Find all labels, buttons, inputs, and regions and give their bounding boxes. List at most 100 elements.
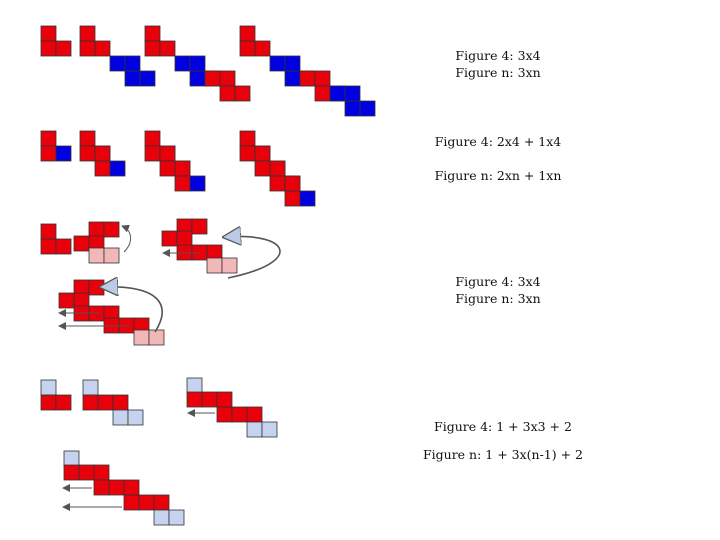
square-tile xyxy=(78,464,95,481)
square-tile xyxy=(246,421,263,438)
square-tile xyxy=(138,494,155,511)
square-tile xyxy=(168,509,185,526)
square-tile xyxy=(63,450,80,467)
square-tile xyxy=(79,25,96,42)
square-tile xyxy=(344,85,361,102)
square-tile xyxy=(239,25,256,42)
square-tile xyxy=(40,25,57,42)
square-tile xyxy=(63,464,80,481)
square-tile xyxy=(284,190,301,207)
square-tile xyxy=(254,160,271,177)
square-tile xyxy=(103,247,120,264)
square-tile xyxy=(93,464,110,481)
square-tile xyxy=(123,479,140,496)
caption-line xyxy=(373,435,633,446)
square-tile xyxy=(314,85,331,102)
square-tile xyxy=(124,55,141,72)
square-tile xyxy=(299,190,316,207)
caption-line: Figure 4: 2x4 + 1x4 xyxy=(434,134,562,149)
square-tile xyxy=(40,145,57,162)
square-tile xyxy=(231,406,248,423)
square-tile xyxy=(55,145,72,162)
square-tile xyxy=(40,40,57,57)
move-arrow xyxy=(225,236,281,279)
square-tile xyxy=(124,70,141,87)
square-tile xyxy=(82,394,99,411)
move-arrow xyxy=(121,224,131,253)
square-tile xyxy=(246,406,263,423)
square-tile xyxy=(284,175,301,192)
square-tile xyxy=(127,409,144,426)
square-tile xyxy=(344,100,361,117)
row-4-figures xyxy=(40,377,278,526)
square-tile xyxy=(186,391,203,408)
square-tile xyxy=(239,40,256,57)
caption-line: Figure n: 3xn xyxy=(455,65,541,80)
square-tile xyxy=(94,40,111,57)
square-tile xyxy=(159,40,176,57)
square-tile xyxy=(139,70,156,87)
square-tile xyxy=(79,145,96,162)
caption-row-3: Figure 4: 3x4 Figure n: 3xn xyxy=(368,273,628,307)
square-tile xyxy=(112,409,129,426)
square-tile xyxy=(176,230,193,247)
square-tile xyxy=(88,279,105,296)
caption-line: Figure n: 2xn + 1xn xyxy=(434,168,562,183)
square-tile xyxy=(144,145,161,162)
square-tile xyxy=(284,55,301,72)
square-tile xyxy=(189,70,206,87)
caption-row-1: Figure 4: 3x4 Figure n: 3xn xyxy=(368,47,628,81)
square-tile xyxy=(234,85,251,102)
square-tile xyxy=(153,509,170,526)
square-tile xyxy=(269,55,286,72)
square-tile xyxy=(82,379,99,396)
square-tile xyxy=(159,160,176,177)
square-tile xyxy=(153,494,170,511)
caption-line: Figure 4: 3x4 xyxy=(455,274,541,289)
square-tile xyxy=(97,394,114,411)
square-tile xyxy=(239,130,256,147)
square-tile xyxy=(79,40,96,57)
square-tile xyxy=(216,406,233,423)
square-tile xyxy=(55,40,72,57)
square-tile xyxy=(239,145,256,162)
caption-line: Figure 4: 1 + 3x3 + 2 xyxy=(434,419,572,434)
move-arrow xyxy=(102,287,163,333)
square-tile xyxy=(329,85,346,102)
square-tile xyxy=(73,235,90,252)
square-tile xyxy=(112,394,129,411)
square-tile xyxy=(94,145,111,162)
caption-row-4: Figure 4: 1 + 3x3 + 2 Figure n: 1 + 3x(n… xyxy=(373,418,633,463)
square-tile xyxy=(133,329,150,346)
square-tile xyxy=(40,238,57,255)
square-tile xyxy=(189,175,206,192)
square-tile xyxy=(40,223,57,240)
square-tile xyxy=(58,292,75,309)
square-tile xyxy=(359,100,376,117)
caption-line: Figure n: 1 + 3x(n-1) + 2 xyxy=(422,447,584,462)
square-tile xyxy=(103,221,120,238)
square-tile xyxy=(40,130,57,147)
square-tile xyxy=(186,377,203,394)
square-tile xyxy=(55,394,72,411)
square-tile xyxy=(161,230,178,247)
row-1-figures xyxy=(40,25,376,117)
square-tile xyxy=(191,218,208,235)
square-tile xyxy=(123,494,140,511)
square-tile xyxy=(174,160,191,177)
caption-row-2: Figure 4: 2x4 + 1x4 Figure n: 2xn + 1xn xyxy=(368,133,628,184)
square-tile xyxy=(254,40,271,57)
square-tile xyxy=(109,55,126,72)
square-tile xyxy=(201,391,218,408)
square-tile xyxy=(174,175,191,192)
square-tile xyxy=(174,55,191,72)
row-2-figures xyxy=(40,130,316,207)
square-tile xyxy=(206,257,223,274)
square-tile xyxy=(55,238,72,255)
square-tile xyxy=(261,421,278,438)
square-tile xyxy=(204,70,221,87)
row-3-figures xyxy=(40,218,281,346)
square-tile xyxy=(109,160,126,177)
square-tile xyxy=(148,329,165,346)
